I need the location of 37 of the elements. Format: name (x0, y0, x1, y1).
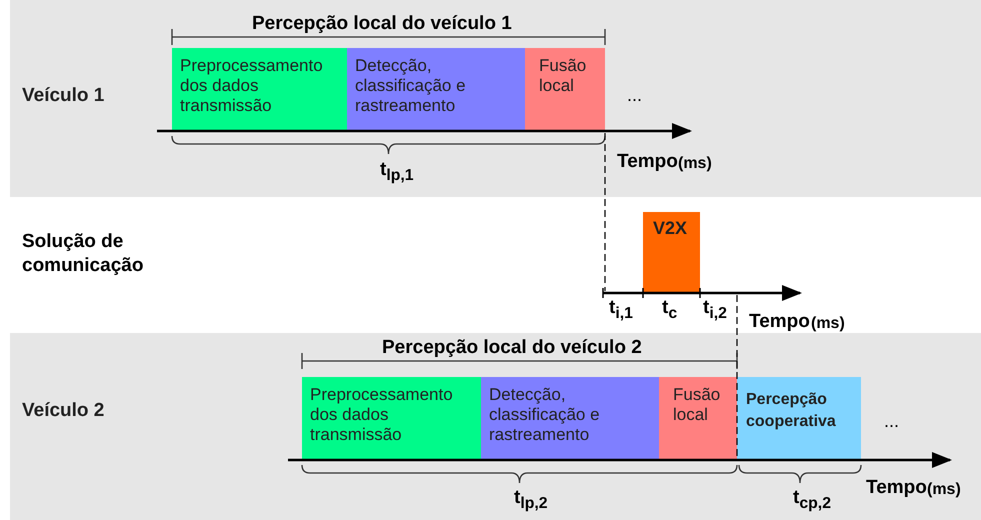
lane-band (10, 0, 981, 197)
duration-label: t$_{lp,1}$ (380, 158, 414, 186)
duration-label: t$_{c}$ (662, 296, 678, 324)
process-block (172, 48, 347, 131)
unit-label: (ms) (811, 314, 845, 334)
lane-title: Veículo 2 (22, 401, 104, 421)
lane-title: Veículo 1 (22, 86, 104, 106)
ellipsis: ... (884, 410, 900, 433)
block-label: Fusão local (539, 56, 588, 96)
lane-title: Solução de comunicação (22, 230, 144, 278)
process-block (737, 377, 861, 460)
block-label: Fusão local (673, 385, 722, 425)
axis-label: Tempo (866, 476, 927, 500)
process-block (347, 48, 525, 131)
duration-label: t$_{cp,2}$ (793, 486, 831, 514)
span-label: Percepção local do veículo 2 (382, 336, 642, 360)
communication-block (643, 212, 700, 293)
process-block (481, 377, 659, 460)
duration-label: t$_{i,2}$ (703, 296, 727, 324)
block-label: Preprocessamento dos dados transmissão (310, 385, 454, 445)
block-label: Preprocessamento dos dados transmissão (180, 56, 324, 116)
process-block (302, 377, 481, 460)
unit-label: (ms) (678, 154, 712, 174)
block-label: Detecção, classificação e rastreamento (355, 56, 467, 116)
duration-label: t$_{i,1}$ (609, 296, 633, 324)
span-label: Percepção local do veículo 1 (252, 12, 512, 36)
process-block (659, 377, 737, 460)
block-label: Percepção cooperativa (746, 390, 837, 432)
unit-label: (ms) (927, 480, 961, 500)
ellipsis: ... (627, 84, 642, 107)
lane-band (10, 333, 981, 520)
block-label: Detecção, classificação e rastreamento (489, 385, 601, 445)
block-label: V2X (653, 218, 688, 238)
axis-label: Tempo (749, 310, 810, 334)
process-block (525, 48, 605, 131)
axis-label: Tempo (617, 150, 678, 174)
duration-label: t$_{lp,2}$ (514, 486, 548, 514)
